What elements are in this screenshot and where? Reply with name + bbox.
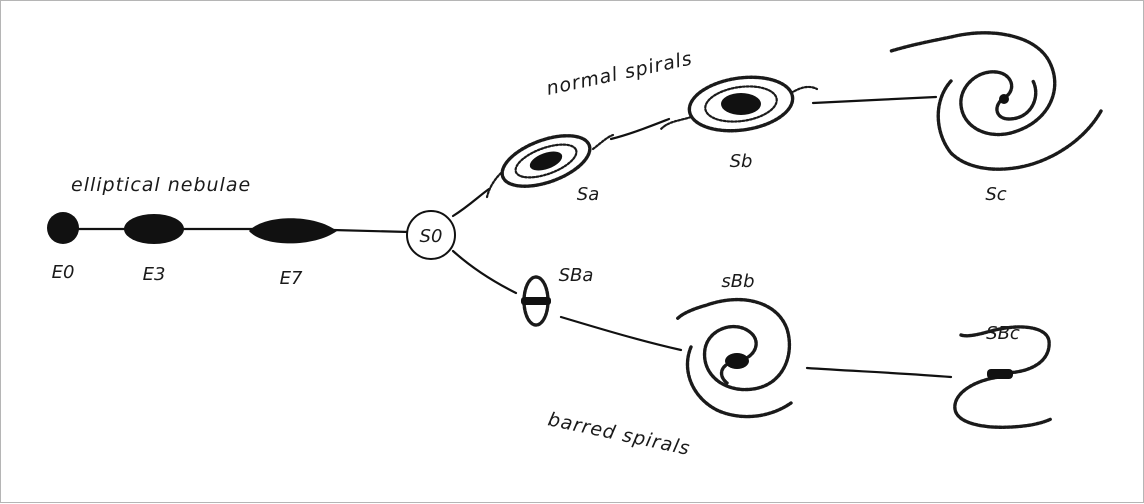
caption-barred-spirals: barred spirals [546,408,692,460]
caption-normal-spirals: normal spirals [544,47,694,99]
galaxy-sbb [677,300,791,417]
label-sba: SBa [559,265,594,286]
barred-spirals-branch-line [453,251,951,377]
galaxy-e3 [124,214,184,244]
label-sc: Sc [985,184,1006,205]
label-e3: E3 [143,264,166,285]
galaxy-e0 [47,212,79,244]
label-s0: S0 [420,226,443,247]
galaxy-sc [891,33,1101,169]
galaxy-s0: S0 [407,211,455,259]
label-sa: Sa [577,184,599,205]
label-sbb: sBb [721,271,754,292]
label-e7: E7 [280,268,303,289]
galaxy-sb [661,71,817,137]
caption-elliptical-nebulae: elliptical nebulae [71,174,251,196]
label-e0: E0 [52,262,75,283]
label-sb: Sb [730,151,753,172]
galaxy-e7 [249,218,337,243]
galaxy-sba [521,277,551,325]
elliptical-sequence-line [71,229,409,232]
label-sbc: SBc [986,323,1020,344]
